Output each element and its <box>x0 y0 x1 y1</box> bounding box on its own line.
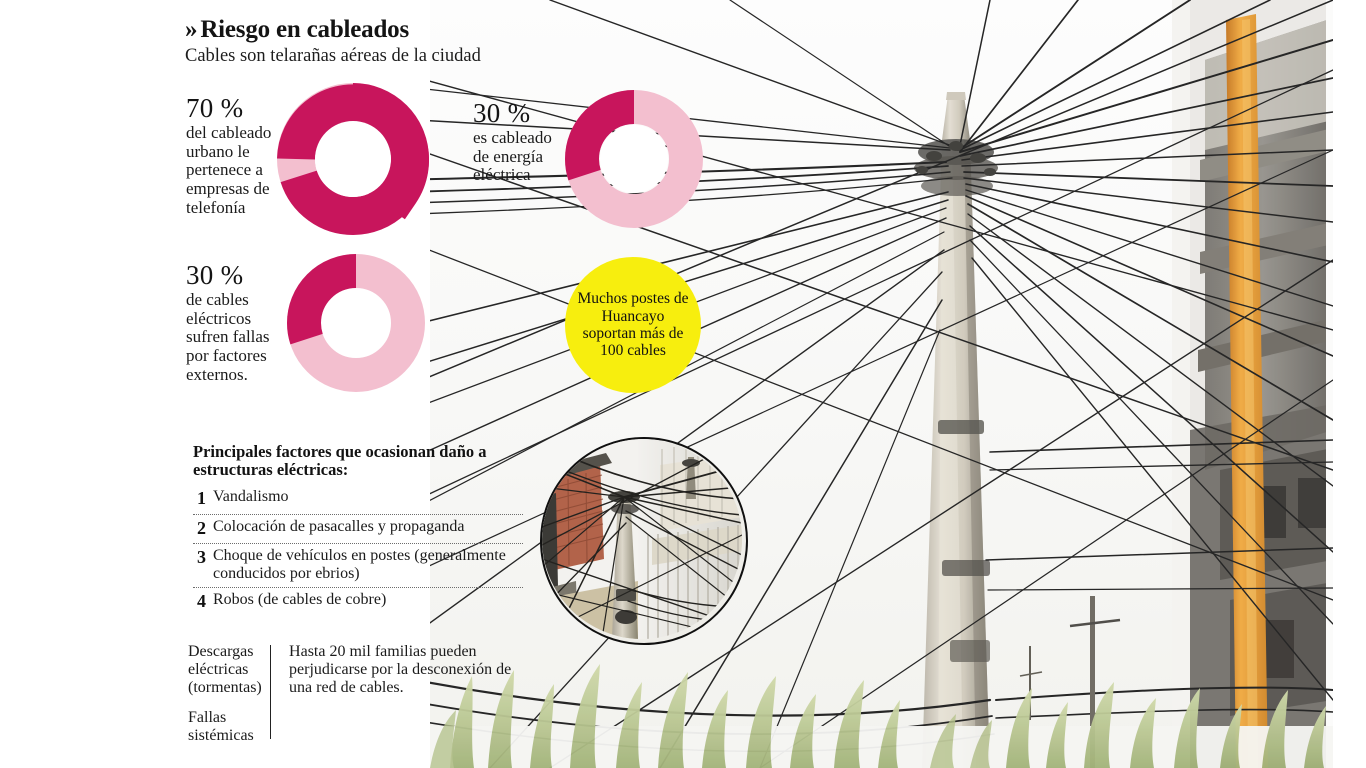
highlight-bubble-text: Muchos postes de Huancayo soportan más d… <box>577 290 689 360</box>
stat-percent-energia: 30 % <box>473 98 531 128</box>
factor-number: 3 <box>197 547 206 568</box>
stat-percent-fallas: 30 % <box>186 260 244 290</box>
stat-desc-fallas: de cables eléctricos sufren fallas por f… <box>186 290 270 384</box>
stat-percent-telefonia: 70 % <box>186 93 244 123</box>
factor-row: 2 Colocación de pasacalles y propaganda <box>193 513 523 544</box>
factor-row: 1 Vandalismo <box>193 485 523 514</box>
highlight-bubble: Muchos postes de Huancayo soportan más d… <box>565 257 701 393</box>
factor-number: 4 <box>197 590 206 611</box>
factor-number: 1 <box>197 487 206 508</box>
factor-text: Colocación de pasacalles y propaganda <box>213 517 465 535</box>
footer-left-item: Descargas eléctricas (tormentas) <box>188 643 262 697</box>
footer-right-text: Hasta 20 mil familias pueden perjudicars… <box>289 643 512 697</box>
factors-heading: Principales factores que ocasionan daño … <box>193 442 487 480</box>
factor-row: 3 Choque de vehículos en postes (general… <box>193 543 523 587</box>
footer-left-column: Descargas eléctricas (tormentas) Fallas … <box>188 643 262 745</box>
footer-divider <box>269 645 272 740</box>
inset-photo-circle <box>540 437 748 645</box>
stat-desc-telefonia: del cableado urbano le pertenece a empre… <box>186 123 272 217</box>
guillemet-mark: » <box>185 16 198 43</box>
stat-label-energia: 30 % es cableado de energía eléctrica <box>473 100 563 185</box>
page-title-text: Riesgo en cableados <box>200 16 410 43</box>
stat-label-fallas: 30 % de cables eléctricos sufren fallas … <box>186 262 288 384</box>
donut-chart-fallas <box>287 254 425 392</box>
factor-text: Choque de vehículos en postes (generalme… <box>213 547 506 583</box>
factor-text: Vandalismo <box>213 487 289 505</box>
page-title: »Riesgo en cableados <box>185 16 605 43</box>
factor-number: 2 <box>197 517 206 538</box>
stat-desc-energia: es cableado de energía eléctrica <box>473 128 552 185</box>
header: »Riesgo en cableados Cables son telaraña… <box>185 16 605 67</box>
factor-row: 4 Robos (de cables de cobre) <box>193 586 523 617</box>
donut-chart-energia <box>565 90 703 228</box>
infographic-panel: »Riesgo en cableados Cables son telaraña… <box>0 0 703 768</box>
footer-right-column: Hasta 20 mil familias pueden perjudicars… <box>289 643 518 745</box>
footer-left-item: Fallas sistémicas <box>188 708 254 744</box>
stat-label-telefonia: 70 % del cableado urbano le pertenece a … <box>186 95 291 217</box>
donut-chart-telefonia <box>277 83 429 235</box>
factor-text: Robos (de cables de cobre) <box>213 590 387 608</box>
footer-section: Descargas eléctricas (tormentas) Fallas … <box>188 643 518 745</box>
page-subtitle: Cables son telarañas aéreas de la ciudad <box>185 46 481 66</box>
factors-section: Principales factores que ocasionan daño … <box>193 442 523 617</box>
